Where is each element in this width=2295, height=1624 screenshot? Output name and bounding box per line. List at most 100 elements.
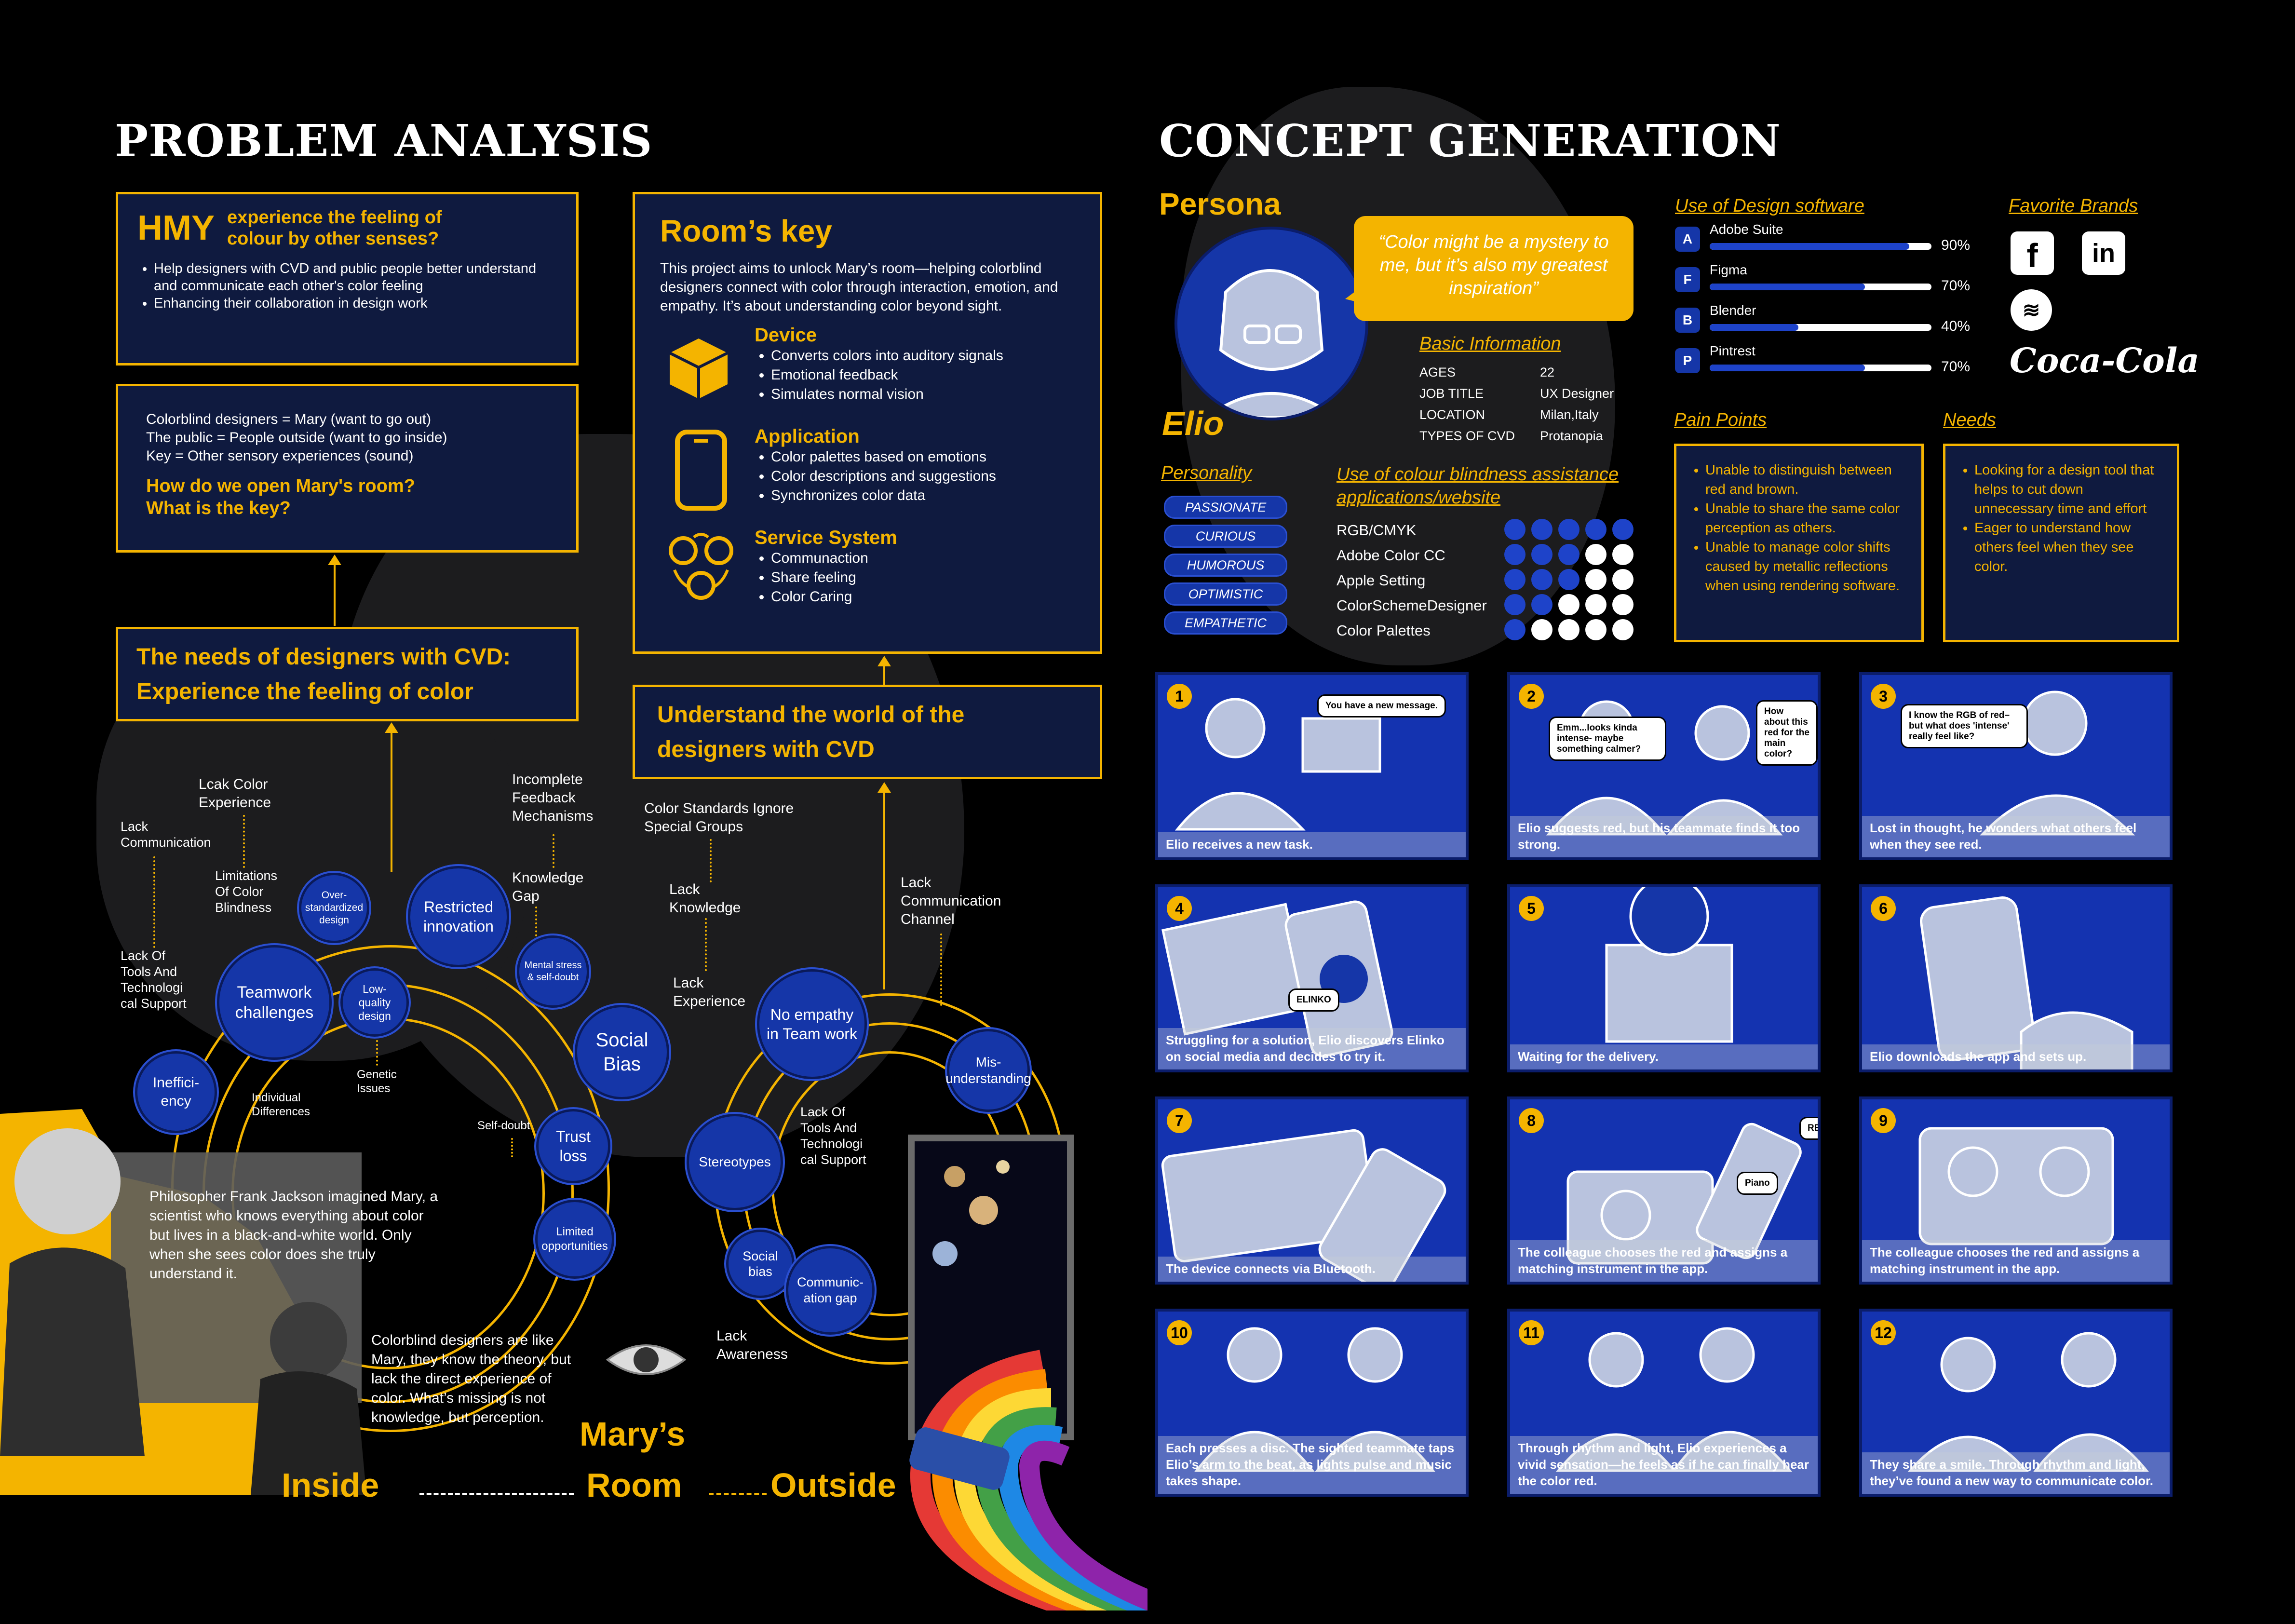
rating-dot [1585, 544, 1606, 565]
needs-text: The needs of designers with CVD: Experie… [136, 644, 511, 704]
speech-bubble: RED [1799, 1117, 1818, 1140]
needs-box: The needs of designers with CVD: Experie… [116, 627, 579, 721]
panel-number: 6 [1871, 896, 1896, 921]
speech-bubble: I know the RGB of red– but what does 'in… [1901, 704, 2028, 748]
spotify-icon: ≋ [2011, 289, 2052, 331]
section-item: Share feeling [771, 568, 897, 587]
persona-name: Elio [1162, 405, 1224, 442]
web-node: Limited opportunities [535, 1200, 614, 1279]
panel-caption: Through rhythm and light, Elio experienc… [1510, 1436, 1818, 1494]
needs-item: Eager to understand how others feel when… [1974, 518, 2164, 576]
speech-bubble: You have a new message. [1317, 694, 1446, 717]
avatar [1174, 227, 1368, 420]
rating-dot [1531, 519, 1552, 540]
rating-dot [1558, 544, 1580, 565]
rating-dot [1585, 519, 1606, 540]
section-item: Converts colors into auditory signals [771, 346, 1003, 365]
rating-dot [1531, 594, 1552, 615]
web-label: Individual Differences [252, 1091, 310, 1118]
assist-title: Use of colour blindness assistance appli… [1336, 464, 1619, 508]
rating-dot [1504, 519, 1526, 540]
software-title: Use of Design software [1675, 196, 1864, 216]
linkedin-icon: in [2082, 231, 2125, 275]
web-label: Lack Experience [673, 975, 746, 1009]
hmy-question: experience the feeling of colour by othe… [227, 207, 442, 249]
software-percent: 40% [1941, 318, 1971, 334]
colorblind-text: Colorblind designers are like Mary, they… [371, 1332, 571, 1425]
panel-number: 7 [1167, 1108, 1192, 1133]
panel-number: 5 [1519, 896, 1544, 921]
room-label: Room [586, 1466, 682, 1504]
pinterest-icon: P [1675, 348, 1700, 373]
door-rainbow-illustration [908, 1135, 1148, 1610]
rating-dot [1612, 594, 1634, 615]
storyboard-panel: I know the RGB of red– but what does 'in… [1859, 672, 2173, 860]
people-cycle-icon [669, 533, 733, 600]
web-node: Mis- understanding [945, 1029, 1031, 1112]
personality-pill: PASSIONATE [1164, 496, 1287, 519]
personality-pill: CURIOUS [1164, 525, 1287, 548]
section-item: Color palettes based on emotions [771, 447, 996, 467]
panel-illustration [1161, 1129, 1446, 1282]
rating-dot [1558, 569, 1580, 590]
panel-caption: They share a smile. Through rhythm and l… [1862, 1452, 2170, 1494]
outside-label: Outside [770, 1466, 896, 1504]
persona-portrait [1203, 269, 1339, 418]
web-label: Lack Knowledge [669, 881, 741, 916]
assist-item: Adobe Color CC [1336, 547, 1445, 564]
web-label: Lack Awareness [716, 1328, 788, 1362]
speech-bubble: How about this red for the main color? [1756, 700, 1818, 766]
rating-dot [1612, 544, 1634, 565]
rating-dot [1531, 544, 1552, 565]
storyboard-panel: Emm...looks kinda intense- maybe somethi… [1507, 672, 1821, 860]
concept-generation-title: CONCEPT GENERATION [1159, 115, 1781, 167]
assist-list: RGB/CMYK Adobe Color CC Apple Setting Co… [1336, 518, 1487, 643]
personality-title: Personality [1161, 463, 1252, 483]
needs-persona-box: Looking for a design tool that helps to … [1943, 444, 2179, 642]
box-icon [669, 338, 729, 399]
web-node: Social Bias [575, 1005, 669, 1099]
section-title: Device [755, 325, 817, 346]
rating-dot [1585, 619, 1606, 640]
panel-caption: Elio downloads the app and sets up. [1862, 1044, 2170, 1069]
web-label: Lack Communication Channel [901, 875, 1001, 927]
web-node: Communic- ation gap [786, 1246, 875, 1335]
web-node: Low- quality design [340, 968, 409, 1037]
section-item: Simulates normal vision [771, 385, 1003, 404]
cocacola-logo: Coca-Cola [2010, 340, 2200, 380]
web-label: Incomplete Feedback Mechanisms [512, 771, 594, 824]
panel-number: 11 [1519, 1320, 1544, 1345]
web-label: Lack Of Tools And Technologi cal Support [800, 1105, 866, 1167]
hmy-box: HMY experience the feeling of colour by … [116, 192, 579, 365]
rating-dot [1612, 569, 1634, 590]
hmy-bullets: Help designers with CVD and public peopl… [137, 260, 557, 312]
hmy-bullet: Help designers with CVD and public peopl… [154, 260, 557, 295]
problem-analysis-title: PROBLEM ANALYSIS [115, 115, 653, 167]
persona-quote: “Color might be a mystery to me, but it’… [1354, 216, 1634, 321]
software-bar-fill [1710, 365, 1865, 371]
rating-dot [1558, 519, 1580, 540]
rating-dot [1531, 569, 1552, 590]
panel-number: 8 [1519, 1108, 1544, 1133]
software-bar-fill [1710, 284, 1865, 290]
panel-illustration [1920, 896, 2133, 1069]
rooms-key-title: Room’s key [660, 214, 832, 248]
assist-item: RGB/CMYK [1336, 522, 1417, 539]
panel-caption: Elio suggests red, but his teammate find… [1510, 816, 1818, 857]
software-bar-fill [1710, 243, 1909, 250]
inside-label: Inside [282, 1466, 379, 1504]
web-node: Trust loss [536, 1109, 610, 1183]
jackson-text: Philosopher Frank Jackson imagined Mary,… [149, 1189, 438, 1282]
web-label: Limitations Of Color Blindness [215, 868, 278, 915]
section-item: Color descriptions and suggestions [771, 467, 996, 486]
metaphor-line: Key = Other sensory experiences (sound) [146, 448, 414, 464]
metaphor-line: Colorblind designers = Mary (want to go … [146, 411, 432, 427]
web-node: No empathy in Team work [757, 969, 867, 1079]
assist-item: ColorSchemeDesigner [1336, 597, 1487, 614]
web-label: Genetic Issues [357, 1068, 397, 1095]
